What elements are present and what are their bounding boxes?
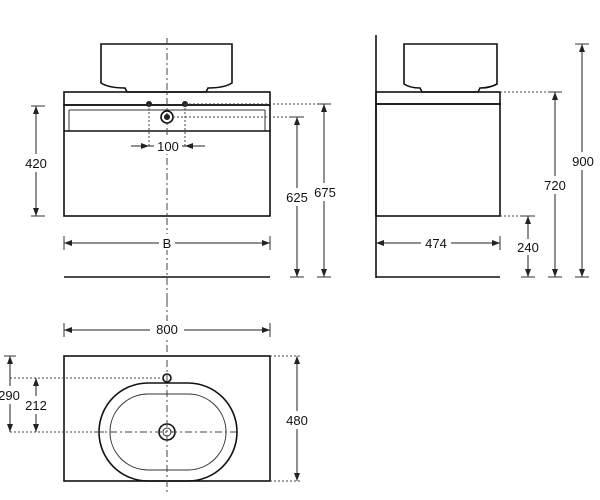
side-view: 474 240 720 900	[375, 35, 597, 278]
dim-720-label: 720	[544, 178, 566, 193]
dim-480-label: 480	[286, 413, 308, 428]
dim-b-label: B	[163, 236, 172, 251]
dim-675-label: 675	[314, 185, 336, 200]
front-view: 420 100 B 625 675	[22, 38, 339, 300]
side-cabinet	[375, 103, 501, 217]
dim-212-label: 212	[25, 398, 47, 413]
dim-240-label: 240	[517, 240, 539, 255]
dim-420-label: 420	[25, 156, 47, 171]
side-basin	[403, 43, 498, 93]
dim-625-label: 625	[286, 190, 308, 205]
side-countertop	[375, 91, 501, 105]
dim-900-label: 900	[572, 154, 594, 169]
dim-800-label: 800	[156, 322, 178, 337]
dim-474-label: 474	[425, 236, 447, 251]
dim-100-label: 100	[157, 139, 179, 154]
top-view: 800 480 290 212	[0, 300, 311, 492]
dim-290-label: 290	[0, 388, 20, 403]
